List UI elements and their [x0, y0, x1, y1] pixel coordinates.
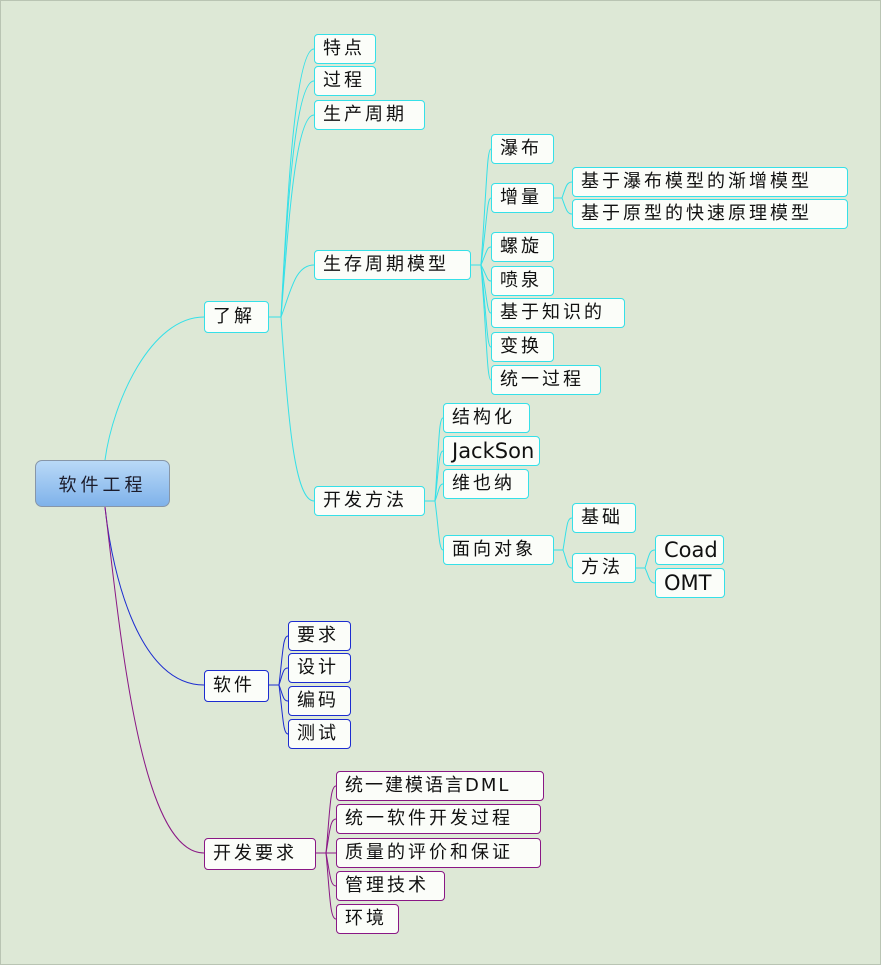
link-root-devreq — [104, 506, 205, 854]
node-process[interactable]: 过程 — [314, 66, 376, 96]
node-knowledge-based[interactable]: 基于知识的 — [491, 298, 625, 328]
node-transform[interactable]: 变换 — [491, 332, 554, 362]
node-environment[interactable]: 环境 — [336, 904, 399, 934]
branch-software[interactable]: 软件 — [204, 670, 269, 702]
root-node[interactable]: 软件工程 — [35, 460, 170, 507]
node-uml[interactable]: 统一建模语言DML — [336, 771, 544, 801]
links-lifecycle-models — [471, 148, 573, 381]
node-spiral[interactable]: 螺旋 — [491, 232, 554, 262]
node-incremental[interactable]: 增量 — [491, 183, 554, 213]
links-software — [269, 635, 289, 735]
node-waterfall[interactable]: 瀑布 — [491, 134, 554, 164]
node-fountain[interactable]: 喷泉 — [491, 266, 554, 296]
link-root-software — [104, 506, 205, 686]
node-dev-methods[interactable]: 开发方法 — [314, 486, 425, 516]
node-management-tech[interactable]: 管理技术 — [336, 871, 445, 901]
node-jackson[interactable]: JackSon — [443, 436, 540, 466]
node-waterfall-incremental[interactable]: 基于瀑布模型的渐增模型 — [572, 167, 848, 197]
node-lifecycle-models[interactable]: 生存周期模型 — [314, 250, 471, 280]
node-unified-dev-process[interactable]: 统一软件开发过程 — [336, 804, 541, 834]
node-basics[interactable]: 基础 — [572, 503, 636, 533]
node-structured[interactable]: 结构化 — [443, 403, 530, 433]
node-methods[interactable]: 方法 — [572, 553, 636, 583]
node-unified-process[interactable]: 统一过程 — [491, 365, 601, 395]
links-dev-requirements — [316, 785, 337, 920]
link-root-understand — [104, 316, 205, 461]
node-object-oriented[interactable]: 面向对象 — [443, 535, 554, 565]
links-understand — [269, 48, 315, 502]
node-testing[interactable]: 测试 — [288, 719, 351, 749]
branch-understand[interactable]: 了解 — [204, 301, 269, 333]
node-vienna[interactable]: 维也纳 — [443, 469, 529, 499]
node-prototype-rapid[interactable]: 基于原型的快速原理模型 — [572, 199, 848, 229]
node-design[interactable]: 设计 — [288, 653, 351, 683]
node-coad[interactable]: Coad — [655, 535, 724, 565]
links-dev-methods — [425, 417, 656, 584]
node-coding[interactable]: 编码 — [288, 686, 351, 716]
node-quality-assurance[interactable]: 质量的评价和保证 — [336, 838, 541, 868]
node-omt[interactable]: OMT — [655, 568, 725, 598]
node-production-cycle[interactable]: 生产周期 — [314, 100, 425, 130]
node-features[interactable]: 特点 — [314, 34, 376, 64]
branch-dev-requirements[interactable]: 开发要求 — [204, 838, 316, 870]
node-requirements[interactable]: 要求 — [288, 621, 351, 651]
